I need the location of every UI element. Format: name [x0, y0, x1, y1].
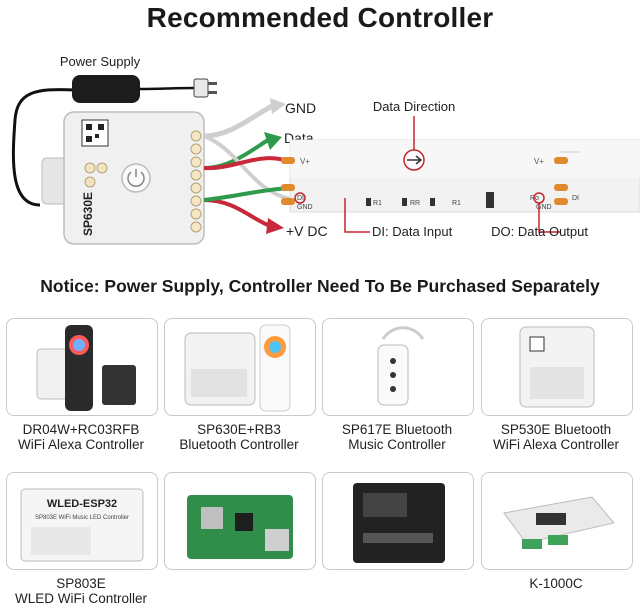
data-direction-label: Data Direction	[373, 99, 455, 114]
strip-pad-gnd: GND	[297, 204, 313, 211]
product-card-arduino[interactable]	[322, 472, 474, 570]
product-caption-5: SP803E WLED WiFi Controller	[0, 576, 166, 606]
strip-pad-vplus: V+	[300, 157, 310, 166]
strip-rr-label: RR	[410, 200, 420, 207]
device-brand-text: WLED-ESP32	[47, 498, 117, 510]
product-card-raspberry-pi[interactable]	[164, 472, 316, 570]
wires: GND Data +V DC	[203, 98, 328, 239]
arduino-image	[353, 483, 445, 563]
product-name: SP630E+RB3	[197, 422, 281, 437]
product-card-dr04w[interactable]	[6, 318, 158, 416]
wiring-diagram: Power Supply SP630E	[11, 54, 640, 245]
di-marker-icon	[294, 192, 306, 204]
power-button-icon	[121, 163, 151, 193]
product-card-k1000c[interactable]	[481, 472, 633, 570]
wire-vdc-label: +V DC	[286, 223, 328, 239]
strip-r1-label-2: R1	[452, 200, 461, 207]
strip-pad-di: DI	[297, 195, 304, 202]
strip-pad-vplus-2: V+	[534, 157, 544, 166]
raspberry-pi-image	[187, 495, 293, 559]
k1000c-product-image	[503, 496, 615, 549]
sp617e-product-image	[377, 326, 425, 406]
controller-device: SP630E	[41, 111, 205, 245]
sp530e-product-image	[519, 326, 595, 408]
product-name: SP803E	[56, 576, 106, 591]
product-name: SP530E Bluetooth	[500, 422, 612, 437]
product-name: DR04W+RC03RFB	[22, 422, 140, 437]
device-sub-text: SP803E WiFi Music LED Controller	[35, 515, 129, 521]
page-title: Recommended Controller	[146, 2, 494, 33]
product-name: K-1000C	[529, 576, 583, 591]
product-card-sp803e[interactable]: WLED-ESP32 SP803E WiFi Music LED Control…	[6, 472, 158, 570]
product-subtitle: WiFi Alexa Controller	[17, 437, 145, 452]
wire-gnd-label: GND	[285, 100, 316, 116]
plug-icon	[193, 78, 209, 98]
product-subtitle: Music Controller	[348, 437, 446, 452]
product-name: SP617E Bluetooth	[341, 422, 453, 437]
di-label: DI: Data Input	[372, 224, 453, 239]
notice-text: Notice: Power Supply, Controller Need To…	[40, 276, 600, 296]
product-caption-2: SP630E+RB3 Bluetooth Controller	[154, 422, 324, 452]
sp630e-product-image	[184, 324, 291, 412]
power-supply: Power Supply	[11, 54, 217, 207]
strip-pad-di-right: DI	[572, 195, 579, 202]
strip-pad-gnd-right: GND	[536, 204, 552, 211]
power-supply-label: Power Supply	[60, 54, 141, 69]
sp803e-product-image: WLED-ESP32 SP803E WiFi Music LED Control…	[20, 488, 144, 562]
product-card-sp630e[interactable]	[164, 318, 316, 416]
led-strip: V+ V+ DI GND DI GND Ro R1 RR R1 Data Dir…	[281, 99, 640, 239]
qr-code-icon	[81, 119, 109, 147]
product-subtitle: WLED WiFi Controller	[14, 591, 147, 606]
power-adapter-icon	[72, 75, 140, 103]
product-caption-3: SP617E Bluetooth Music Controller	[312, 422, 482, 452]
do-label: DO: Data Output	[491, 224, 588, 239]
product-caption-8: K-1000C	[471, 576, 640, 591]
product-subtitle: Bluetooth Controller	[179, 437, 299, 452]
product-card-sp530e[interactable]	[481, 318, 633, 416]
product-subtitle: WiFi Alexa Controller	[492, 437, 620, 452]
product-caption-4: SP530E Bluetooth WiFi Alexa Controller	[471, 422, 640, 452]
dr04w-product-image	[36, 325, 136, 411]
product-caption-1: DR04W+RC03RFB WiFi Alexa Controller	[0, 422, 166, 452]
strip-r1-label: R1	[373, 200, 382, 207]
controller-model-label: SP630E	[81, 192, 95, 236]
product-card-sp617e[interactable]	[322, 318, 474, 416]
